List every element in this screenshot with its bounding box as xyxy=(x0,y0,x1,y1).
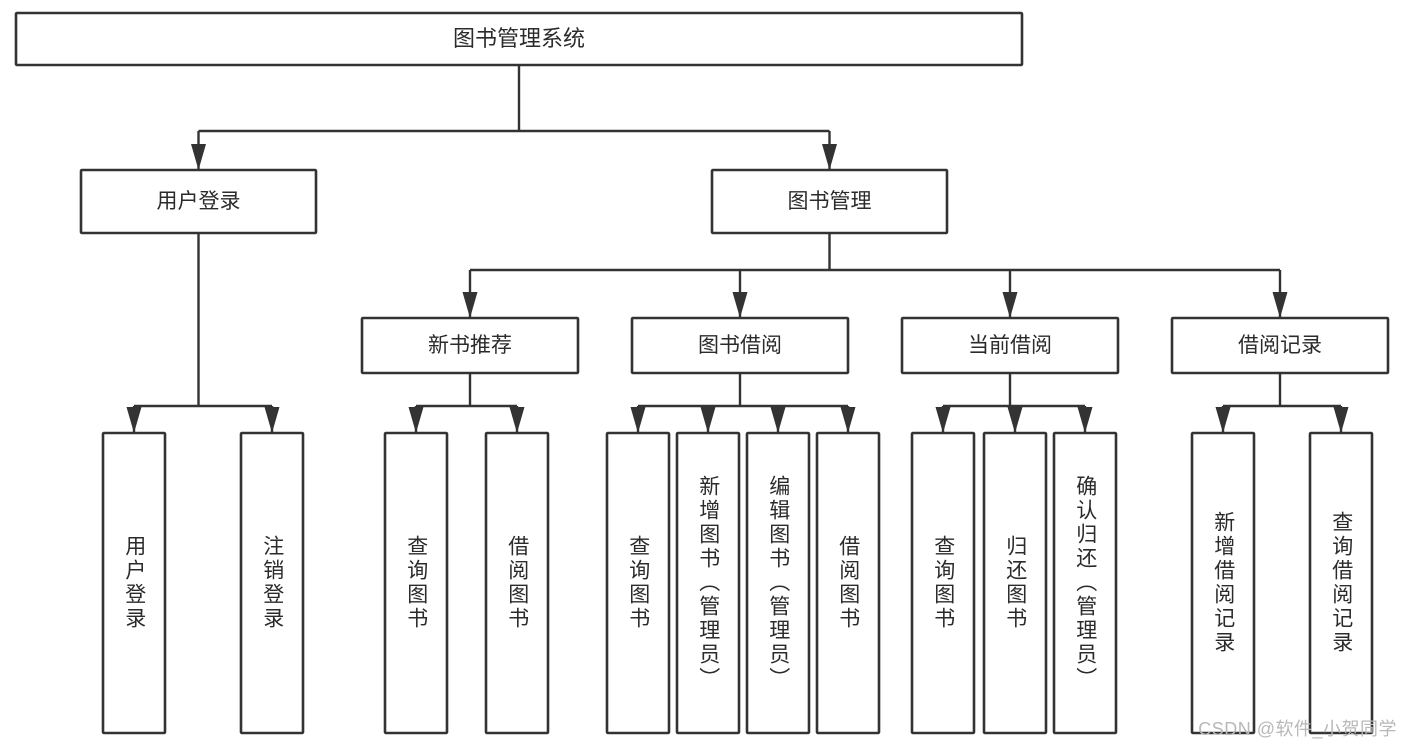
node-box-leaf-confirm-return[interactable] xyxy=(1052,431,1118,735)
edge-arrowhead xyxy=(1077,407,1093,433)
node-box-book-manage[interactable] xyxy=(710,168,949,235)
node-box-book-borrow[interactable] xyxy=(630,316,850,375)
edge-arrowhead xyxy=(1007,407,1023,433)
node-label-borrow-record: 借阅记录 xyxy=(1238,334,1322,357)
edge-arrowhead xyxy=(1333,407,1349,433)
edge-arrowhead xyxy=(935,407,951,433)
node-box-leaf-user-logout[interactable] xyxy=(239,431,305,735)
node-box-leaf-edit-book[interactable] xyxy=(745,431,811,735)
node-box-leaf-query-book-borrow[interactable] xyxy=(605,431,671,735)
node-label-book-borrow: 图书借阅 xyxy=(698,334,782,357)
edge-arrowhead xyxy=(630,407,646,433)
node-box-current-borrow[interactable] xyxy=(900,316,1120,375)
node-label-user-login: 用户登录 xyxy=(157,190,241,213)
edge-arrowhead xyxy=(1272,292,1288,318)
node-box-root[interactable] xyxy=(14,11,1024,67)
edge-arrowhead xyxy=(822,144,837,170)
node-box-leaf-borrow-book[interactable] xyxy=(815,431,881,735)
edge-arrowhead xyxy=(1215,407,1231,433)
node-box-leaf-user-login[interactable] xyxy=(101,431,167,735)
node-box-leaf-query-book-cur[interactable] xyxy=(910,431,976,735)
edge-arrowhead xyxy=(462,292,478,318)
node-box-leaf-query-record[interactable] xyxy=(1308,431,1374,735)
edge-arrowhead xyxy=(700,407,716,433)
edge-arrowhead xyxy=(264,407,280,433)
node-box-leaf-return-book[interactable] xyxy=(982,431,1048,735)
node-box-leaf-add-book[interactable] xyxy=(675,431,741,735)
node-label-book-manage: 图书管理 xyxy=(788,190,872,213)
watermark-text: CSDN @软件_小贺同学 xyxy=(1198,719,1397,739)
node-box-user-login[interactable] xyxy=(79,168,318,235)
edge-arrowhead xyxy=(770,407,786,433)
node-label-new-book-rec: 新书推荐 xyxy=(428,334,512,357)
node-label-root: 图书管理系统 xyxy=(453,26,585,51)
edge-arrowhead xyxy=(509,407,525,433)
edge-arrowhead xyxy=(408,407,424,433)
edge-arrowhead xyxy=(126,407,142,433)
node-label-current-borrow: 当前借阅 xyxy=(968,334,1052,357)
edge-arrowhead xyxy=(1002,292,1018,318)
node-box-borrow-record[interactable] xyxy=(1170,316,1390,375)
node-box-new-book-rec[interactable] xyxy=(360,316,580,375)
edge-arrowhead xyxy=(732,292,748,318)
connector-layer xyxy=(126,65,1349,433)
node-box-leaf-query-book-rec[interactable] xyxy=(383,431,449,735)
node-box-layer xyxy=(14,11,1390,735)
edge-arrowhead xyxy=(191,144,206,170)
edge-arrowhead xyxy=(840,407,856,433)
node-box-leaf-borrow-book-rec[interactable] xyxy=(484,431,550,735)
node-box-leaf-add-record[interactable] xyxy=(1190,431,1256,735)
